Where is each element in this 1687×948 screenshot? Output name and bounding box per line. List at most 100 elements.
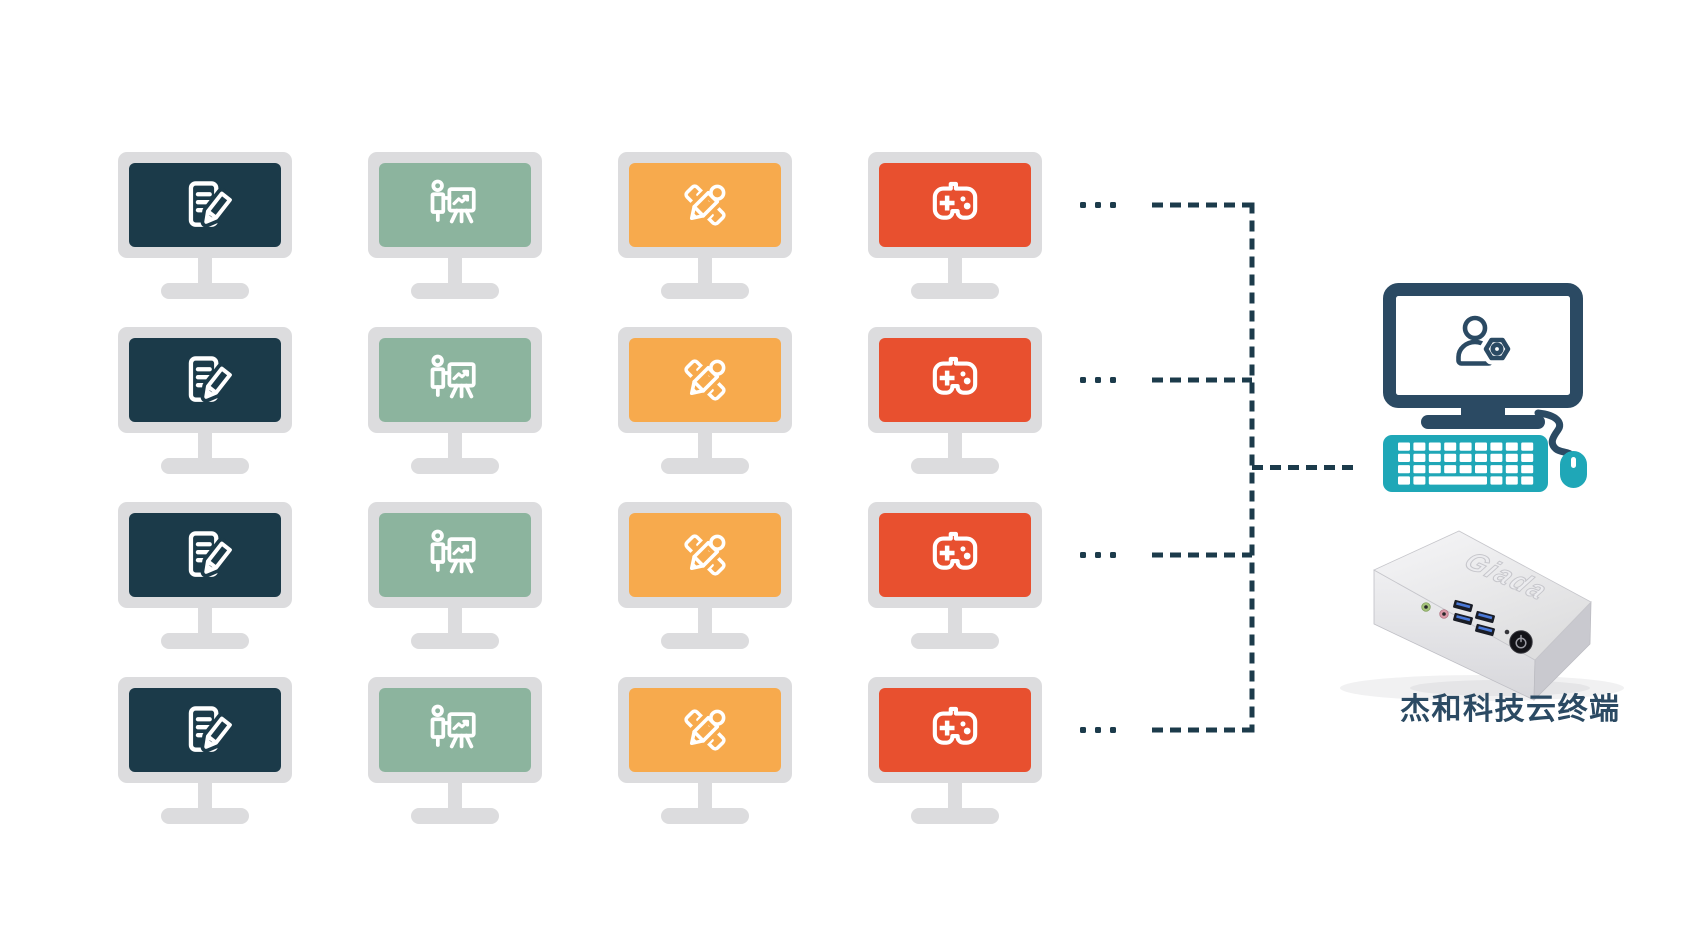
presentation-chart-icon: [425, 700, 485, 760]
monitor-stand-base: [161, 283, 249, 299]
ellipsis-dots: [1080, 552, 1116, 558]
monitor-stand-neck: [448, 257, 462, 283]
monitor-frame: [618, 327, 792, 433]
monitor-screen: [129, 688, 281, 772]
monitor-stand-neck: [448, 782, 462, 808]
monitor-stand-base: [411, 633, 499, 649]
monitor-stand-neck: [198, 782, 212, 808]
gamepad-icon: [925, 525, 985, 585]
monitor-screen: [379, 688, 531, 772]
workstation-monitor-presentation: [368, 677, 542, 824]
monitor-screen: [879, 338, 1031, 422]
monitor-stand-neck: [948, 782, 962, 808]
monitor-stand-base: [911, 633, 999, 649]
monitor-screen: [379, 513, 531, 597]
workstation-monitor-presentation: [368, 502, 542, 649]
ruler-pencil-icon: [675, 175, 735, 235]
workstation-monitor-document: [118, 502, 292, 649]
monitor-stand-neck: [448, 432, 462, 458]
monitor-frame: [118, 502, 292, 608]
gamepad-icon: [925, 700, 985, 760]
workstation-monitor-document: [118, 677, 292, 824]
mic-jack-hole: [1442, 612, 1446, 616]
document-edit-icon: [175, 525, 235, 585]
monitor-stand-base: [661, 458, 749, 474]
gamepad-icon: [925, 175, 985, 235]
gamepad-icon: [925, 350, 985, 410]
document-edit-icon: [175, 700, 235, 760]
document-edit-icon: [175, 175, 235, 235]
monitor-frame: [618, 502, 792, 608]
workstation-monitor-presentation: [368, 327, 542, 474]
ruler-pencil-icon: [675, 525, 735, 585]
monitor-stand-neck: [198, 607, 212, 633]
monitor-stand-base: [911, 283, 999, 299]
monitor-screen: [629, 688, 781, 772]
monitor-stand-base: [661, 808, 749, 824]
terminal-monitor-base: [1421, 415, 1545, 429]
monitor-stand-neck: [698, 432, 712, 458]
monitor-stand-neck: [198, 257, 212, 283]
power-button: [1509, 630, 1533, 654]
workstation-monitor-design: [618, 677, 792, 824]
monitor-stand-neck: [698, 257, 712, 283]
monitor-frame: [118, 677, 292, 783]
ruler-pencil-icon: [675, 350, 735, 410]
monitor-frame: [868, 677, 1042, 783]
monitor-stand-neck: [698, 607, 712, 633]
monitor-frame: [118, 327, 292, 433]
monitor-stand-neck: [698, 782, 712, 808]
monitor-stand-neck: [948, 432, 962, 458]
monitor-screen: [629, 163, 781, 247]
monitor-stand-base: [911, 458, 999, 474]
monitor-stand-neck: [948, 607, 962, 633]
monitor-stand-base: [911, 808, 999, 824]
monitor-stand-neck: [448, 607, 462, 633]
monitor-stand-neck: [198, 432, 212, 458]
monitor-frame: [618, 152, 792, 258]
workstation-monitor-document: [118, 152, 292, 299]
workstation-monitor-design: [618, 152, 792, 299]
monitor-frame: [868, 502, 1042, 608]
monitor-screen: [129, 163, 281, 247]
workstation-monitor-gaming: [868, 677, 1042, 824]
ruler-pencil-icon: [675, 700, 735, 760]
ellipsis-dots: [1080, 202, 1116, 208]
monitor-stand-neck: [948, 257, 962, 283]
monitor-stand-base: [661, 633, 749, 649]
connection-lines: [1152, 202, 1354, 733]
monitor-frame: [368, 677, 542, 783]
monitor-frame: [868, 152, 1042, 258]
keyboard-keys: [1398, 442, 1534, 485]
terminal-mouse: [1560, 451, 1587, 488]
ellipsis-dots: [1080, 377, 1116, 383]
mouse-scroll-slot: [1571, 457, 1576, 468]
workstation-monitor-gaming: [868, 327, 1042, 474]
monitor-screen: [129, 513, 281, 597]
monitor-frame: [368, 327, 542, 433]
monitor-screen: [629, 338, 781, 422]
ellipsis-dots: [1080, 727, 1116, 733]
monitor-frame: [118, 152, 292, 258]
user-gear-icon: [1456, 315, 1515, 366]
document-edit-icon: [175, 350, 235, 410]
monitor-stand-base: [161, 808, 249, 824]
mini-pc-device: Giada: [1340, 530, 1624, 701]
monitor-screen: [879, 513, 1031, 597]
monitor-screen: [629, 513, 781, 597]
monitor-frame: [868, 327, 1042, 433]
workstation-monitor-gaming: [868, 152, 1042, 299]
presentation-chart-icon: [425, 525, 485, 585]
monitor-stand-base: [411, 808, 499, 824]
audio-jack-hole: [1424, 605, 1428, 609]
device-caption: 杰和科技云终端: [1400, 693, 1621, 726]
usb-ports: [1453, 599, 1495, 637]
monitor-screen: [879, 688, 1031, 772]
front-ports: [1421, 599, 1533, 654]
mouse-cable: [1534, 409, 1577, 461]
presentation-chart-icon: [425, 175, 485, 235]
monitor-frame: [618, 677, 792, 783]
monitor-frame: [368, 152, 542, 258]
